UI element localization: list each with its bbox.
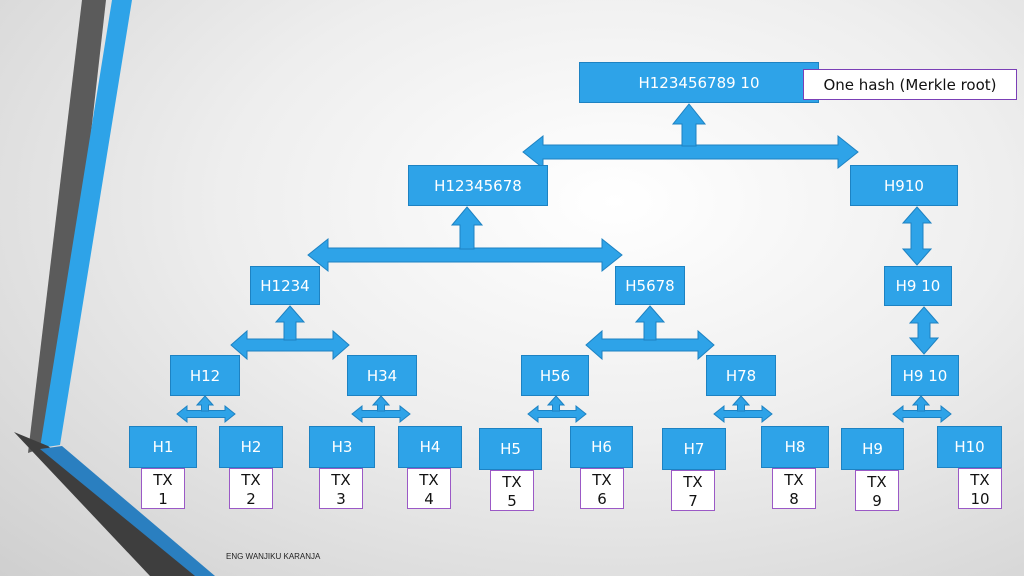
- leaf-hash: H10: [937, 426, 1002, 468]
- arrow-h5678-up: [634, 305, 666, 341]
- tx-box: TX 3: [319, 468, 363, 509]
- arrow-root-up: [671, 103, 707, 147]
- author-credit: ENG WANJIKU KARANJA: [226, 552, 321, 561]
- arrow-h910-vertical: [901, 206, 933, 266]
- arrow-h34-horizontal: [351, 404, 411, 424]
- arrow-h9-10-vertical: [908, 306, 940, 355]
- tx-label: TX: [784, 471, 804, 489]
- leaf-hash: H4: [398, 426, 462, 468]
- tx-label: TX: [419, 471, 439, 489]
- tx-box: TX 5: [490, 470, 534, 511]
- node-h9-10-upper: H9 10: [884, 266, 952, 306]
- arrow-h9-10-lower-horizontal: [892, 404, 952, 424]
- arrow-h12-up: [195, 395, 215, 412]
- tx-box: TX 6: [580, 468, 624, 509]
- tx-number: 9: [872, 492, 882, 510]
- tx-label: TX: [153, 471, 173, 489]
- arrow-h5678-horizontal: [585, 329, 715, 361]
- tx-label: TX: [502, 473, 522, 491]
- arrow-h9-10-lower-up: [911, 395, 931, 412]
- tx-box: TX 2: [229, 468, 273, 509]
- arrow-h1234-up: [274, 305, 306, 341]
- tx-box: TX 9: [855, 470, 899, 511]
- leaf-hash: H3: [309, 426, 375, 468]
- decor-blue-stripe: [40, 0, 132, 448]
- merkle-root-callout: One hash (Merkle root): [803, 69, 1017, 100]
- leaf-hash: H2: [219, 426, 283, 468]
- arrow-root-horizontal: [522, 134, 859, 170]
- leaf-hash: H1: [129, 426, 197, 468]
- tx-number: 7: [688, 492, 698, 510]
- node-h910: H910: [850, 165, 958, 206]
- tx-number: 10: [970, 490, 990, 508]
- tx-number: 2: [246, 490, 256, 508]
- node-h12345678: H12345678: [408, 165, 548, 206]
- arrow-h56-horizontal: [527, 404, 587, 424]
- tx-box: TX 1: [141, 468, 185, 509]
- node-h56: H56: [521, 355, 589, 396]
- tx-number: 8: [789, 490, 799, 508]
- tx-box: TX 8: [772, 468, 816, 509]
- merkle-root-node: H123456789 10: [579, 62, 819, 103]
- arrow-h12345678-up: [450, 206, 484, 250]
- tx-label: TX: [867, 473, 887, 491]
- node-h1234: H1234: [250, 266, 320, 305]
- tx-label: TX: [592, 471, 612, 489]
- node-h9-10-lower: H9 10: [891, 355, 959, 396]
- tx-number: 4: [424, 490, 434, 508]
- decor-blue-band: [40, 446, 215, 576]
- leaf-hash: H9: [841, 428, 904, 470]
- tx-number: 6: [597, 490, 607, 508]
- leaf-hash: H8: [761, 426, 829, 468]
- tx-number: 3: [336, 490, 346, 508]
- arrow-h1234-horizontal: [230, 329, 350, 361]
- node-h5678: H5678: [615, 266, 685, 305]
- tx-label: TX: [683, 473, 703, 491]
- decor-gray-stripe: [28, 0, 106, 453]
- arrow-h12345678-horizontal: [307, 237, 623, 273]
- node-h78: H78: [706, 355, 776, 396]
- arrow-h34-up: [371, 395, 391, 412]
- tx-number: 5: [507, 492, 517, 510]
- tx-box: TX 7: [671, 470, 715, 511]
- tx-label: TX: [241, 471, 261, 489]
- arrow-h12-horizontal: [176, 404, 236, 424]
- arrow-h78-horizontal: [713, 404, 773, 424]
- tx-box: TX 10: [958, 468, 1002, 509]
- tx-label: TX: [331, 471, 351, 489]
- node-h34: H34: [347, 355, 417, 396]
- leaf-hash: H7: [662, 428, 726, 470]
- arrow-h78-up: [731, 395, 751, 412]
- arrow-h56-up: [546, 395, 566, 412]
- tx-label: TX: [970, 471, 990, 489]
- tx-number: 1: [158, 490, 168, 508]
- leaf-hash: H6: [570, 426, 633, 468]
- tx-box: TX 4: [407, 468, 451, 509]
- leaf-hash: H5: [479, 428, 542, 470]
- node-h12: H12: [170, 355, 240, 396]
